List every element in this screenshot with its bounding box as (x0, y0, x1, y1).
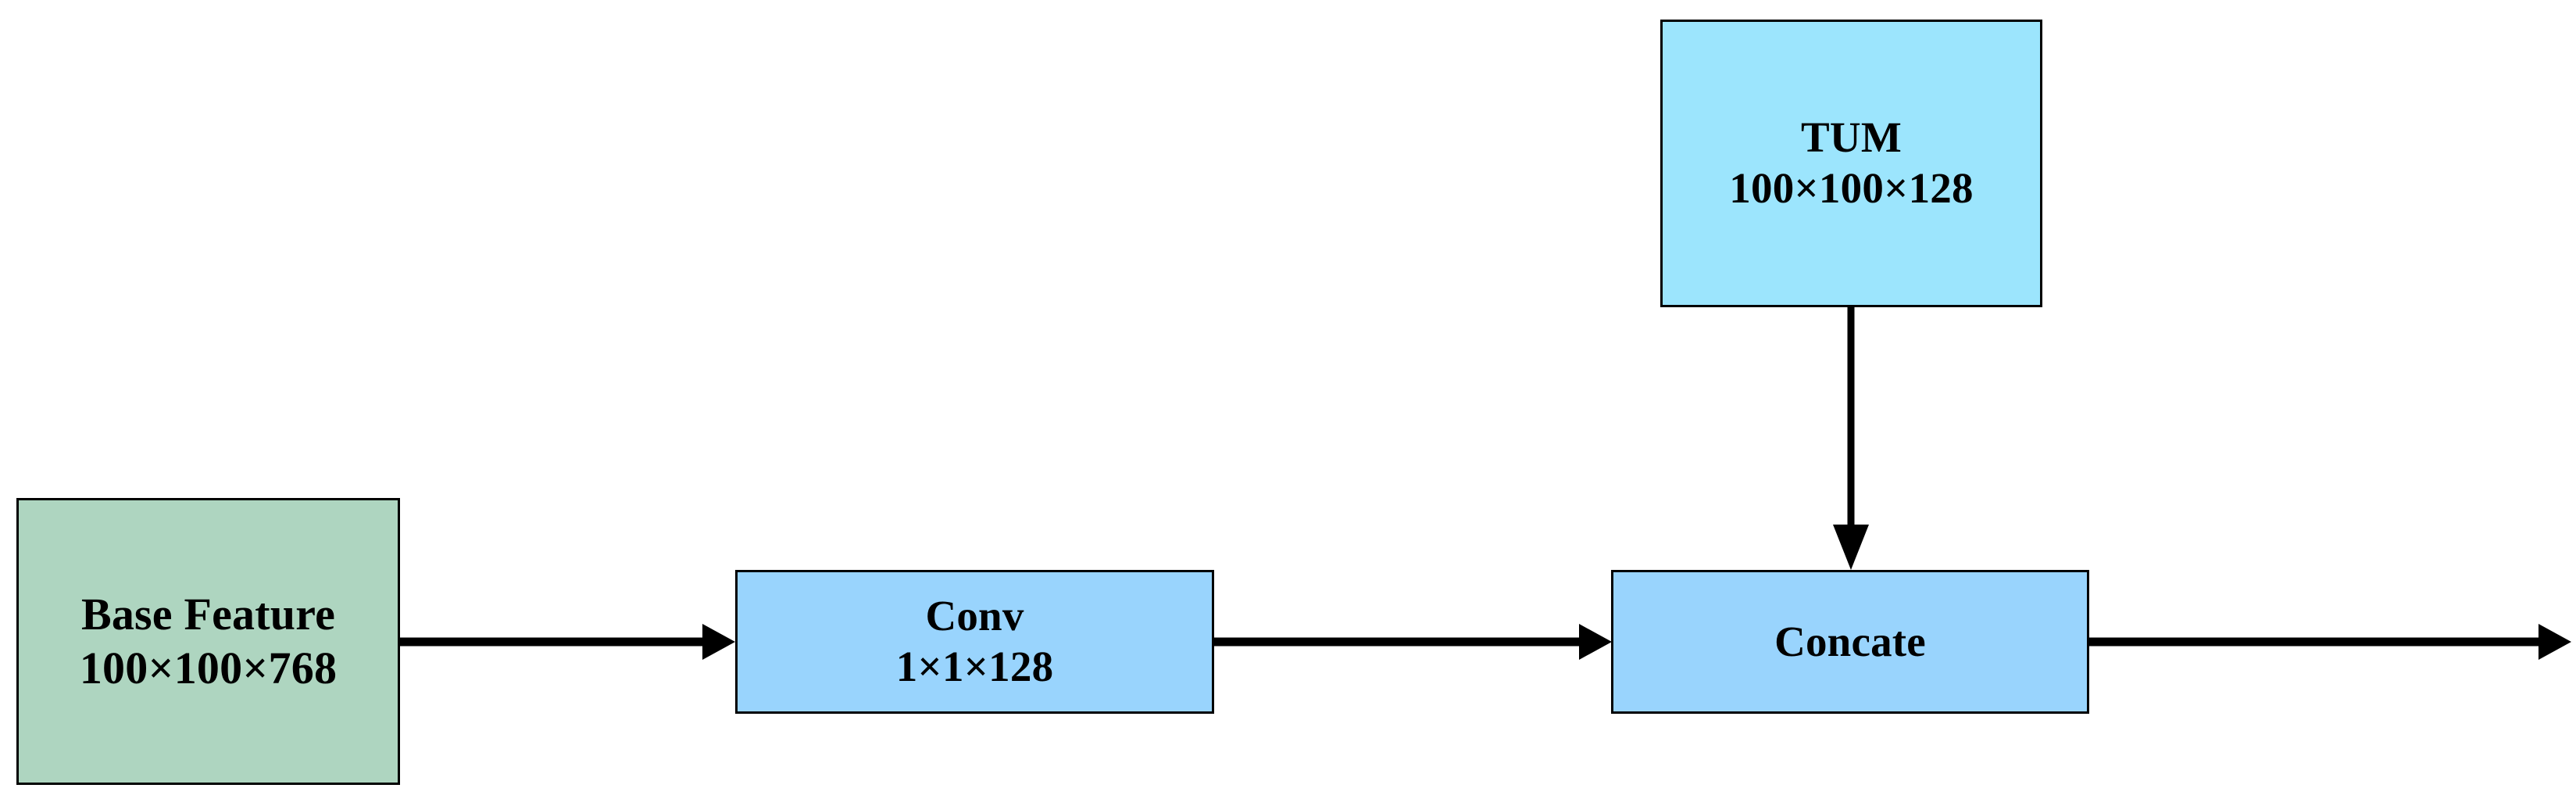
edge-conv-to-concate (1214, 618, 1614, 666)
node-conv-shape: 1×1×128 (895, 643, 1054, 690)
node-tum-title: TUM (1801, 113, 1902, 162)
node-base-feature-shape: 100×100×768 (79, 642, 338, 693)
node-tum[interactable]: TUM 100×100×128 (1660, 20, 2042, 307)
node-conv[interactable]: Conv 1×1×128 (735, 570, 1214, 714)
node-concate[interactable]: Concate (1611, 570, 2089, 714)
node-concate-title: Concate (1774, 617, 1926, 665)
edge-concate-to-output (2089, 618, 2574, 666)
node-conv-title: Conv (925, 592, 1024, 640)
node-tum-shape: 100×100×128 (1729, 164, 1974, 212)
node-base-feature-title: Base Feature (80, 589, 336, 640)
edge-base-feature-to-conv (400, 618, 738, 666)
node-base-feature[interactable]: Base Feature 100×100×768 (16, 498, 400, 785)
edge-tum-to-concate (1827, 307, 1875, 571)
